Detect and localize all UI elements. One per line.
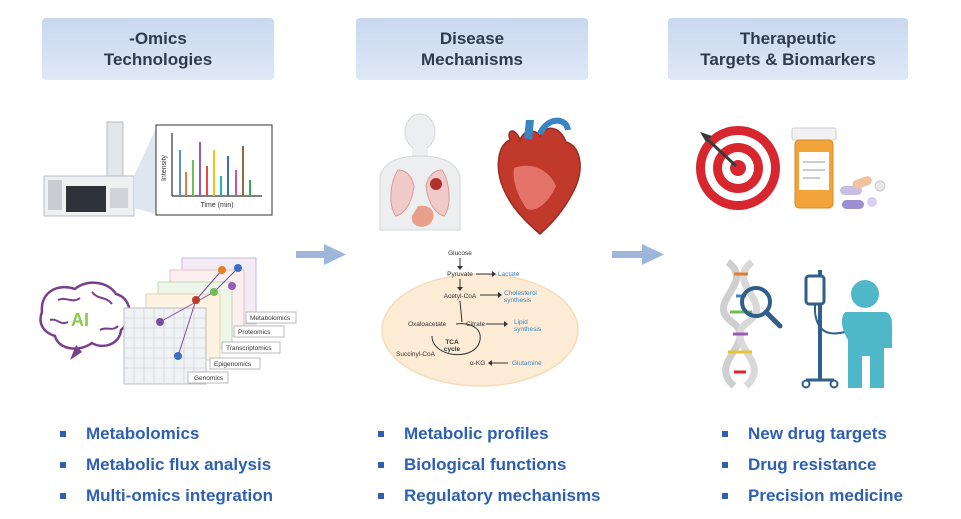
omics-layer-label: Transcriptomics <box>226 345 272 352</box>
patient-icon <box>842 280 892 388</box>
list-item: Biological functions <box>378 449 601 480</box>
metabolic-pathway-diagram: Glucose Pyruvate Lactate Acetyl-CoA Chol… <box>396 250 542 367</box>
dna-helix-icon <box>720 259 760 389</box>
omics-layers-stack: Metabolomics Proteomics Transcriptomics … <box>123 257 297 385</box>
mitochondrion-shape <box>381 273 579 387</box>
bullet-icon <box>60 461 66 468</box>
spectrum-xlabel: Time (min) <box>200 202 233 209</box>
arrow-right-icon <box>612 244 664 265</box>
header-disease-mechanisms: Disease Mechanisms <box>356 18 588 80</box>
omics-technologies-list: Metabolomics Metabolic flux analysis Mul… <box>60 418 273 511</box>
bullet-icon <box>378 492 384 499</box>
pathway-cholesterol: Cholesterol <box>504 290 537 297</box>
pathway-synthesis-lipid: synthesis <box>514 326 542 333</box>
iv-drip-icon <box>801 270 853 389</box>
pathway-citrate: Citrate <box>466 321 486 328</box>
pathway-oxaloacetate: Oxaloacetate <box>408 321 447 328</box>
bullet-icon <box>60 492 66 499</box>
human-body-icon <box>379 113 461 231</box>
omics-layer-label: Epigenomics <box>214 361 252 368</box>
list-item: Metabolic flux analysis <box>60 449 273 480</box>
bullet-icon <box>378 430 384 437</box>
pathway-cycle: cycle <box>444 346 461 353</box>
therapeutic-targets-list: New drug targets Drug resistance Precisi… <box>722 418 903 511</box>
spectrum-zoom-beam <box>134 128 156 214</box>
pathway-acetyl-coa: Acetyl-CoA <box>444 293 477 300</box>
arrow-right-icon <box>296 244 346 265</box>
omics-layer-label: Proteomics <box>238 329 271 336</box>
header-omics-technologies: -Omics Technologies <box>42 18 274 80</box>
pills-icon <box>840 176 886 209</box>
pathway-glucose: Glucose <box>448 250 472 257</box>
spectrum-ylabel: Intensity <box>161 154 168 181</box>
pathway-synthesis: synthesis <box>504 297 532 304</box>
magnifier-icon <box>740 286 783 329</box>
list-item: Precision medicine <box>722 480 903 511</box>
pathway-tca: TCA <box>445 339 459 346</box>
omics-layer-label: Metabolomics <box>250 315 291 322</box>
bullet-icon <box>60 430 66 437</box>
pathway-glutamine: Glutamine <box>512 360 542 367</box>
header-therapeutic-targets: Therapeutic Targets & Biomarkers <box>668 18 908 80</box>
spectrum-chart: Intensity Time (min) <box>155 124 273 216</box>
ai-label: AI <box>71 310 89 330</box>
list-item: Metabolic profiles <box>378 418 601 449</box>
list-item: Drug resistance <box>722 449 903 480</box>
ai-brain-icon: AI <box>39 281 131 360</box>
list-item: Multi-omics integration <box>60 480 273 511</box>
bullet-icon <box>722 430 728 437</box>
list-item: New drug targets <box>722 418 903 449</box>
disease-mechanisms-list: Metabolic profiles Biological functions … <box>378 418 601 511</box>
bullet-icon <box>378 461 384 468</box>
mass-spectrometer-icon <box>43 121 135 217</box>
bullet-icon <box>722 461 728 468</box>
target-icon <box>696 126 780 210</box>
pill-bottle-icon <box>791 127 837 209</box>
pathway-lipid: Lipid <box>514 319 528 326</box>
pathway-pyruvate: Pyruvate <box>447 271 473 278</box>
pathway-akg: α-KG <box>470 360 485 367</box>
bullet-icon <box>722 492 728 499</box>
list-item: Metabolomics <box>60 418 273 449</box>
heart-icon <box>497 117 581 235</box>
omics-layer-label: Genomics <box>194 375 224 382</box>
pathway-succinyl-coa: Succinyl-CoA <box>396 351 436 358</box>
pathway-lactate: Lactate <box>498 271 520 278</box>
list-item: Regulatory mechanisms <box>378 480 601 511</box>
